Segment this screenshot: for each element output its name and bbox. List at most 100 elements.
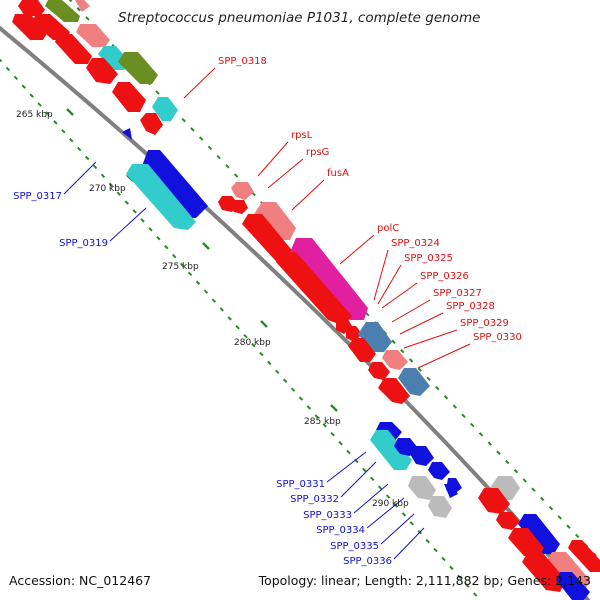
gene-feature[interactable]	[12, 14, 48, 40]
scale-tick	[155, 90, 160, 95]
gene-feature[interactable]	[518, 514, 560, 554]
gene-feature[interactable]	[410, 446, 434, 466]
callout-line	[257, 141, 289, 177]
reverse-gene-label[interactable]: SPP_0332	[290, 494, 339, 505]
gene-feature[interactable]	[556, 572, 590, 600]
reverse-strand-features	[122, 128, 462, 518]
scale-tick	[116, 191, 122, 196]
callout-line	[63, 161, 97, 195]
scale-tick	[548, 505, 554, 511]
scale-tick	[470, 422, 475, 428]
gene-feature[interactable]	[140, 113, 163, 135]
forward-gene-label[interactable]: rpsG	[306, 147, 329, 158]
scale-tick	[227, 316, 232, 321]
scale-tick	[400, 348, 405, 354]
gene-feature[interactable]	[428, 462, 450, 480]
reverse-gene-label[interactable]: SPP_0331	[276, 479, 325, 490]
gene-feature[interactable]	[522, 552, 566, 592]
callout-line	[267, 158, 304, 189]
gene-feature[interactable]	[408, 476, 436, 500]
gene-feature[interactable]	[230, 200, 248, 214]
forward-gene-label[interactable]: polC	[377, 223, 399, 234]
gene-feature[interactable]	[231, 182, 254, 200]
gene-feature[interactable]	[254, 202, 296, 240]
gene-feature[interactable]	[118, 52, 158, 84]
forward-gene-label[interactable]: SPP_0328	[446, 301, 495, 312]
gene-feature[interactable]	[122, 128, 132, 140]
gene-feature[interactable]	[478, 488, 510, 514]
scale-tick	[457, 574, 462, 579]
gene-feature[interactable]	[496, 512, 520, 530]
forward-strand-features	[12, 0, 600, 600]
gene-feature[interactable]	[370, 430, 412, 470]
forward-gene-label[interactable]: SPP_0327	[433, 288, 482, 299]
scale-tick	[274, 369, 280, 375]
forward-gene-label[interactable]: SPP_0326	[420, 271, 469, 282]
gene-feature[interactable]	[444, 484, 458, 498]
scale-label: 285 kbp	[304, 417, 341, 427]
reverse-gene-label[interactable]: SPP_0335	[330, 541, 379, 552]
scale-tick	[298, 396, 304, 401]
gene-feature[interactable]	[112, 82, 146, 112]
gene-feature[interactable]	[55, 34, 92, 64]
scale-tick	[496, 450, 501, 455]
forward-gene-label[interactable]: SPP_0330	[473, 332, 522, 343]
gene-feature[interactable]	[276, 252, 352, 326]
gene-feature[interactable]	[508, 528, 544, 558]
scale-tick	[92, 164, 98, 170]
gene-feature[interactable]	[382, 350, 408, 370]
gene-feature[interactable]	[398, 368, 430, 396]
scale-tick	[409, 521, 415, 526]
gene-feature[interactable]	[428, 496, 452, 518]
scale-tick	[233, 173, 239, 178]
gene-feature[interactable]	[18, 0, 45, 16]
scale-tick	[29, 93, 34, 98]
forward-gene-label[interactable]: SPP_0329	[460, 318, 509, 329]
reverse-gene-label[interactable]: SPP_0317	[13, 191, 62, 202]
forward-gene-label[interactable]: SPP_0318	[218, 56, 267, 67]
reverse-gene-label[interactable]: SPP_0336	[343, 556, 392, 567]
forward-gene-label[interactable]: SPP_0324	[391, 238, 440, 249]
gene-feature[interactable]	[142, 150, 208, 218]
scale-tick	[417, 367, 423, 372]
scale-label: 275 kbp	[162, 262, 199, 272]
scale-tick	[426, 376, 431, 382]
forward-gene-label[interactable]: rpsL	[291, 130, 313, 141]
scale-tick	[100, 173, 106, 179]
scale-tick	[267, 360, 272, 366]
scale-tick	[443, 395, 449, 400]
scale-tick	[557, 515, 562, 520]
gene-feature[interactable]	[348, 338, 376, 362]
gene-feature[interactable]	[152, 97, 178, 121]
scale-tick	[195, 280, 201, 285]
gene-feature[interactable]	[32, 14, 70, 40]
gene-feature[interactable]	[75, 0, 90, 12]
scale-tick	[235, 325, 240, 330]
gene-feature[interactable]	[86, 58, 118, 84]
forward-gene-label[interactable]: fusA	[327, 168, 349, 179]
reverse-gene-label[interactable]: SPP_0334	[316, 525, 365, 536]
scale-tick	[377, 485, 383, 490]
gene-feature[interactable]	[378, 378, 410, 404]
reverse-gene-label[interactable]: SPP_0319	[59, 238, 108, 249]
scale-tick	[243, 334, 248, 339]
scale-tick	[330, 432, 335, 437]
gene-feature[interactable]	[290, 238, 368, 320]
scale-tick	[198, 136, 204, 141]
gene-label-callouts: SPP_0318 rpsL rpsG fusA polC SPP_0324SPP_0325…	[13, 56, 522, 567]
scale-tick	[290, 387, 296, 392]
scale-tick	[449, 565, 454, 571]
gene-feature[interactable]	[126, 164, 196, 230]
scale-tick	[575, 533, 580, 539]
gene-feature[interactable]	[76, 24, 110, 47]
callout-line	[381, 282, 418, 309]
scale-tick	[365, 311, 370, 317]
scale-tick	[37, 102, 42, 107]
gene-feature[interactable]	[368, 362, 390, 380]
callout-line	[340, 461, 377, 498]
callout-line	[326, 451, 367, 483]
forward-gene-label[interactable]: SPP_0325	[404, 253, 453, 264]
gene-feature[interactable]	[568, 540, 600, 572]
gene-feature[interactable]	[45, 0, 80, 22]
reverse-gene-label[interactable]: SPP_0333	[303, 510, 352, 521]
